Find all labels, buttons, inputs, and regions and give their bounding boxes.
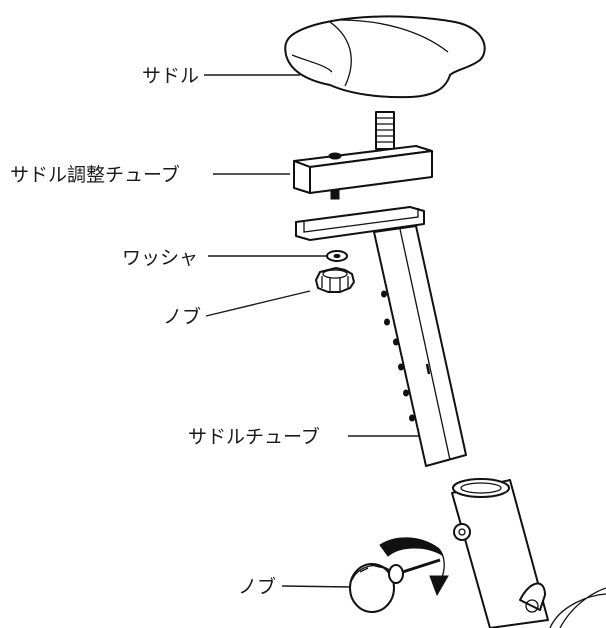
saddle-tube-part [373,225,467,467]
label-saddle-tube: サドルチューブ [188,426,320,448]
label-washer: ワッシャ [122,247,199,269]
saddle-adjust-tube-part [293,111,433,200]
u-bracket-part [295,206,425,241]
lower-knob-part [349,558,441,613]
saddle-part [284,15,486,99]
leader-lines [204,74,430,588]
label-knob-upper: ノブ [163,306,202,328]
frame-part [451,478,606,628]
label-saddle-adjust-tube: サドル調整チューブ [10,164,180,186]
rotation-arrow [379,537,449,597]
upper-knob-part [315,267,355,293]
washer-part [326,250,348,262]
label-knob-lower: ノブ [238,576,277,598]
label-saddle: サドル [142,65,200,87]
